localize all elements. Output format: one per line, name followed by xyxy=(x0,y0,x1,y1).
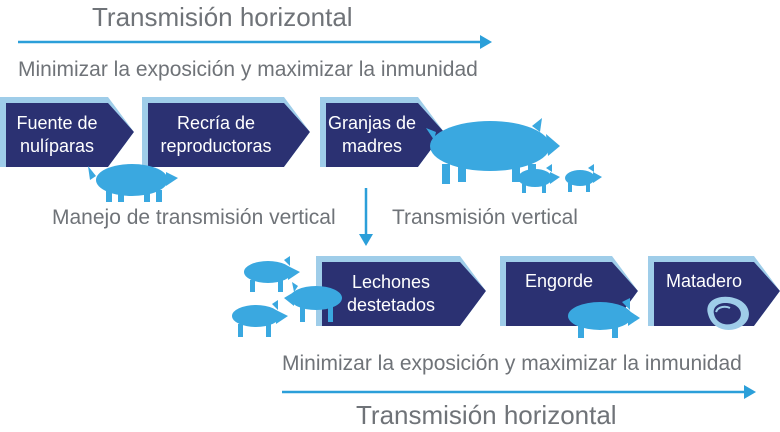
weaned-piglet-icon xyxy=(284,282,342,322)
stage-matadero: Matadero xyxy=(648,256,780,326)
top-horizontal-arrow xyxy=(18,35,492,49)
piglet-icon xyxy=(565,164,602,192)
stage-granjas-de-madres: Granjas de madres xyxy=(320,97,444,167)
vertical-transmission-label: Transmisión vertical xyxy=(392,206,578,229)
meat-steak-icon xyxy=(707,296,749,330)
bottom-horizontal-arrow xyxy=(282,385,756,399)
stage-recria-de-reproductoras: Recría de reproductoras xyxy=(142,97,310,167)
weaned-piglet-icon xyxy=(232,300,288,337)
gilt-pig-icon xyxy=(88,164,178,202)
stage-label: Granjas de madres xyxy=(327,113,417,156)
top-subtitle: Minimizar la exposición y maximizar la i… xyxy=(18,58,478,81)
piglet-icon xyxy=(518,164,560,193)
stage-label: Matadero xyxy=(665,271,743,291)
stage-lechones-destetados: Lechones destetados xyxy=(316,256,486,326)
sow-icon xyxy=(426,118,560,184)
stage-label: Engorde xyxy=(524,271,594,291)
bottom-title: Transmisión horizontal xyxy=(356,400,617,430)
top-title: Transmisión horizontal xyxy=(92,2,353,32)
bottom-subtitle: Minimizar la exposición y maximizar la i… xyxy=(282,352,742,375)
stage-label: Fuente de nulíparas xyxy=(16,113,98,156)
stage-label: Recría de reproductoras xyxy=(160,113,272,156)
stage-label: Lechones destetados xyxy=(346,272,436,315)
weaned-piglet-icon xyxy=(244,256,300,292)
finishing-pig-icon xyxy=(568,298,640,338)
vertical-down-arrow xyxy=(359,188,373,246)
vertical-management-label: Manejo de transmisión vertical xyxy=(52,206,336,229)
stage-fuente-de-nuliparas: Fuente de nulíparas xyxy=(0,97,134,167)
